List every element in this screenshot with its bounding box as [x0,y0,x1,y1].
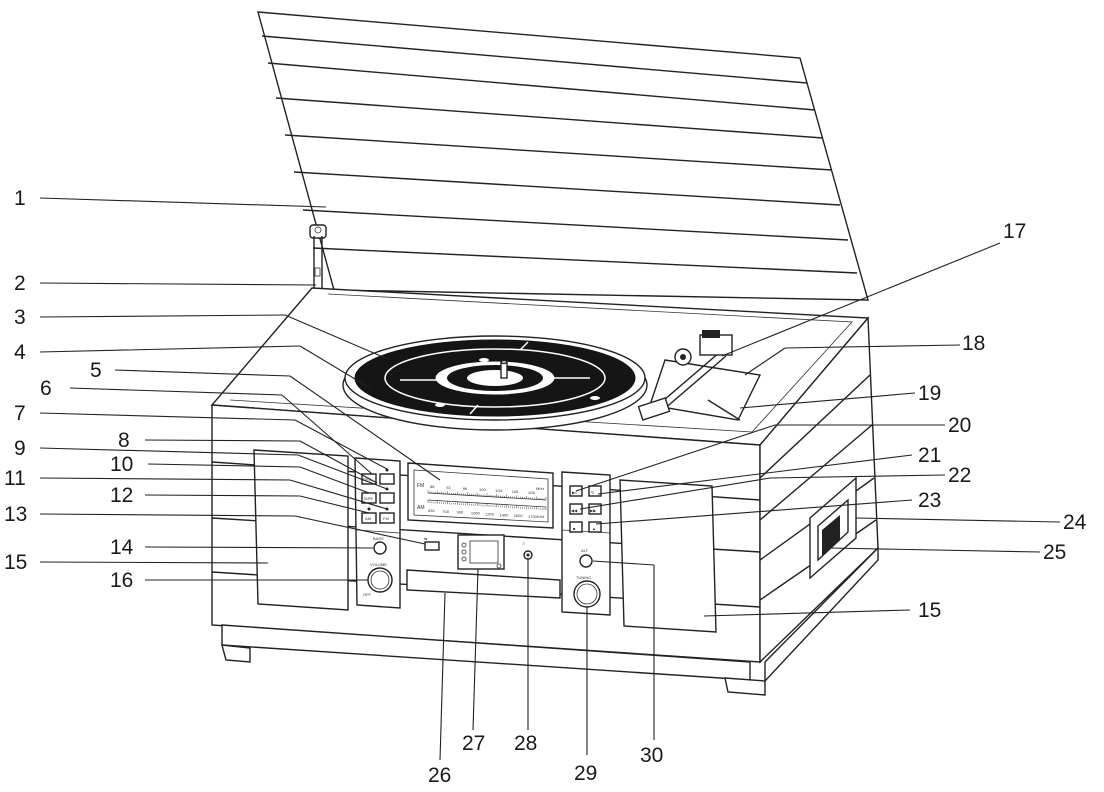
fm-unit-label: MHz [536,486,544,491]
callout-25: 25 [1043,541,1066,564]
am-band-label: AM [417,505,425,511]
lid [257,11,869,301]
bass-label: BASS [373,536,384,541]
callout-14: 14 [110,536,134,559]
callout-1: 1 [14,187,26,210]
callout-28: 28 [514,732,537,755]
callout-19: 19 [918,382,941,405]
callout-17: 17 [1003,220,1026,243]
mode-icon: ▲ [592,526,596,531]
side-power-switch [809,476,857,580]
right-control-panel: ▶‖ ↻ ◀◀ ▶▶ ■ ▲ ALT TUNING [561,471,611,616]
callout-30: 30 [640,744,663,767]
next-button[interactable] [588,503,602,515]
turntable-platter [342,335,648,431]
callout-5: 5 [90,359,102,382]
alt-label: ALT [581,548,589,553]
play-pause-icon: ▶‖ [572,490,577,495]
usb-port[interactable] [424,541,440,551]
am-scale-label-3: 1050 [471,511,481,516]
tuning-knob[interactable] [573,580,601,608]
am-scale-label-2: 900 [457,510,464,515]
power-rocker[interactable] [822,515,840,556]
stop-icon: ■ [573,526,576,531]
callout-8: 8 [118,429,130,452]
rec-label: REC. [363,477,373,482]
tape-label: TAPE [363,496,373,501]
volume-label: VOLUME [370,562,387,567]
callout-20: 20 [948,414,971,437]
tonearm [637,330,762,421]
tuning-label: TUNING [576,575,591,580]
repeat-icon: ↻ [591,490,594,495]
cassette-door[interactable] [406,569,561,599]
callout-27: 27 [462,732,485,755]
left-control-panel: REC. TAPE AM FM BASS VOLUME OFF [354,457,401,609]
usb-icon: ⇆ [424,536,428,541]
callout-3: 3 [14,306,26,329]
leader-lines [39,197,1061,761]
display-module [457,534,505,570]
radio-dial: FM AM 88 92 96 100 104 106 108 530 700 900 1050 12… [407,462,554,529]
callout-10: 10 [110,453,133,476]
callout-2: 2 [14,272,26,295]
stop-button[interactable] [569,521,583,533]
callout-9: 9 [14,437,26,460]
fm-scale-label-1: 92 [446,485,451,490]
callout-11: 11 [4,467,26,490]
am-scale-label-4: 1200 [485,511,495,516]
mode-button[interactable] [588,521,602,533]
callout-26: 26 [428,764,451,787]
am-label: AM [365,516,371,521]
fm-scale-label-5: 106 [512,489,519,494]
callout-12: 12 [110,484,133,507]
previous-icon: ◀◀ [571,508,578,513]
alt-knob[interactable] [579,554,593,568]
fm-scale-label-3: 100 [479,487,486,492]
bass-knob[interactable] [373,541,387,555]
callout-16: 16 [110,569,133,592]
repeat-button[interactable] [588,485,602,497]
callout-21: 21 [918,444,941,467]
am-unit-label: KHz [537,514,545,519]
am-scale-label-0: 530 [428,508,435,513]
callout-29: 29 [574,762,597,785]
callout-15-left: 15 [4,551,27,574]
am-scale-label-7: 1700 [528,514,538,519]
fm-scale-label-0: 88 [430,484,435,489]
am-scale-label-1: 700 [442,509,449,514]
callout-numbers: 1 2 3 4 5 6 7 8 9 10 11 12 13 14 15 15 1… [4,187,1087,787]
fm-label: FM [383,516,389,521]
fm-scale-label-2: 96 [463,486,468,491]
fm-band-label: FM [417,483,424,489]
volume-knob[interactable] [367,567,393,593]
callout-4: 4 [14,341,26,364]
off-label: OFF [363,592,372,597]
fm-button[interactable] [379,512,395,524]
speaker-grille-left [253,449,349,611]
fm-scale-label-6: 108 [528,490,535,495]
am-scale-label-5: 1400 [499,512,509,517]
callout-24: 24 [1063,511,1087,534]
am-scale-label-6: 1600 [514,513,524,518]
callout-22: 22 [948,464,971,487]
headphone-icon: ∩ [522,541,526,547]
phono-button[interactable] [379,492,395,504]
next-icon: ▶▶ [590,508,597,513]
speaker-grille-right [619,479,717,633]
center-io: ⇆ ∩ [406,534,561,599]
callout-23: 23 [918,489,941,512]
callout-7: 7 [14,402,26,425]
callout-6: 6 [40,377,52,400]
callout-13: 13 [4,503,27,526]
callout-15-right: 15 [918,599,941,622]
rec-select-button[interactable] [379,473,395,485]
callout-18: 18 [962,332,985,355]
fm-scale-label-4: 104 [495,488,502,493]
